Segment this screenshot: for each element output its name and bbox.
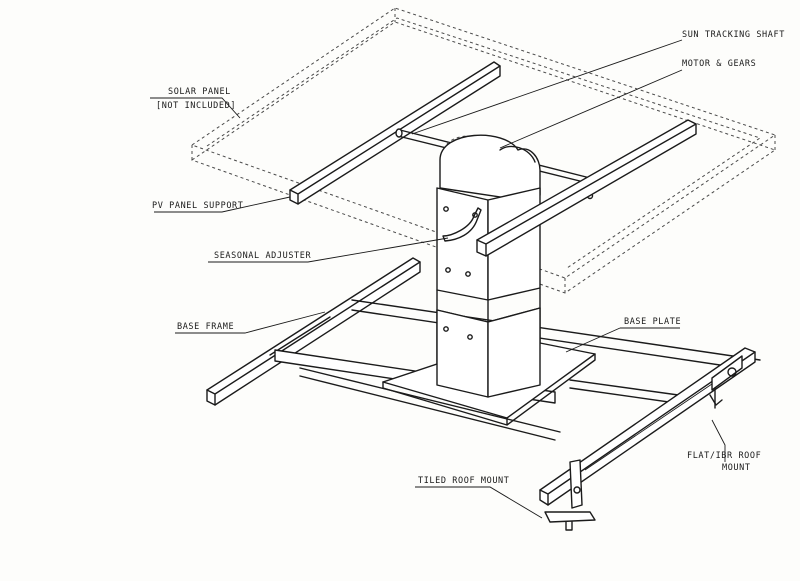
label-base-plate: BASE PLATE xyxy=(624,317,681,327)
pv-panel-support-rail-right xyxy=(476,119,697,257)
base-plate xyxy=(382,307,596,426)
label-base-frame: BASE FRAME xyxy=(177,322,234,332)
label-sun-tracking-shaft: SUN TRACKING SHAFT xyxy=(682,30,785,40)
label-tiled-roof-mount: TILED ROOF MOUNT xyxy=(418,476,509,486)
label-flat-ibr-roof-mount: FLAT/IBR ROOF xyxy=(687,451,761,461)
seasonal-adjuster xyxy=(442,207,482,242)
flat-roof-mount-bracket xyxy=(709,355,743,409)
label-seasonal-adjuster: SEASONAL ADJUSTER xyxy=(214,251,311,261)
leader-lines xyxy=(150,39,726,519)
label-solar-panel: SOLAR PANEL xyxy=(168,87,231,97)
label-pv-panel-support: PV PANEL SUPPORT xyxy=(152,201,243,211)
pv-panel-support-rail-left xyxy=(289,61,501,205)
label-flat-ibr-roof-mount-line2: MOUNT xyxy=(722,463,751,473)
labels: SUN TRACKING SHAFT MOTOR & GEARS SOLAR P… xyxy=(152,30,785,486)
tiled-roof-mount-bracket xyxy=(544,459,596,531)
label-solar-panel-note: [NOT INCLUDED] xyxy=(156,101,236,111)
label-motor-gears: MOTOR & GEARS xyxy=(682,59,756,69)
